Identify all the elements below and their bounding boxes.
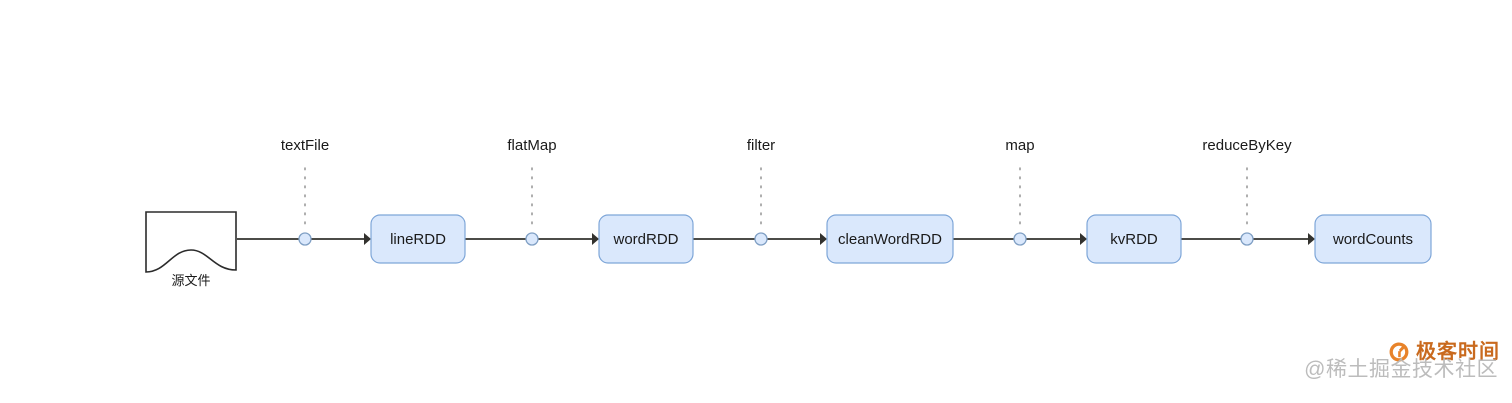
operation-dot[interactable]	[754, 232, 768, 246]
arrow-head-icon	[820, 233, 827, 245]
node-label: kvRDD	[1110, 231, 1158, 248]
arrow-head-icon	[1308, 233, 1315, 245]
arrow-head-icon	[592, 233, 599, 245]
node-label: wordRDD	[612, 231, 678, 248]
operation-marker-flatMap	[525, 167, 539, 246]
node-box[interactable]	[370, 214, 466, 264]
node-box[interactable]	[1314, 214, 1432, 264]
node-cleanWordRDD[interactable]: cleanWordRDD	[826, 214, 954, 264]
node-wordRDD[interactable]: wordRDD	[598, 214, 694, 264]
node-label: wordCounts	[1332, 231, 1413, 248]
node-wordCounts[interactable]: wordCounts	[1314, 214, 1432, 264]
source-file-label: 源文件	[171, 273, 210, 288]
operation-marker-map	[1013, 167, 1027, 246]
operation-label-flatMap: flatMap	[507, 137, 556, 154]
node-box[interactable]	[1086, 214, 1182, 264]
operation-dot[interactable]	[1240, 232, 1254, 246]
node-kvRDD[interactable]: kvRDD	[1086, 214, 1182, 264]
source-file-node	[145, 211, 237, 273]
operation-label-reduceByKey: reduceByKey	[1202, 137, 1292, 154]
operation-marker-filter	[754, 167, 768, 246]
node-label: lineRDD	[390, 231, 446, 248]
operation-label-filter: filter	[747, 137, 775, 154]
operation-marker-textFile	[298, 167, 312, 246]
node-box[interactable]	[826, 214, 954, 264]
operation-marker-reduceByKey	[1240, 167, 1254, 246]
document-shape-icon	[145, 211, 237, 273]
node-label: cleanWordRDD	[838, 231, 942, 248]
operation-dot[interactable]	[298, 232, 312, 246]
node-box[interactable]	[598, 214, 694, 264]
arrow-head-icon	[1080, 233, 1087, 245]
operation-label-map: map	[1005, 137, 1034, 154]
operation-label-textFile: textFile	[281, 137, 329, 154]
operation-dot[interactable]	[525, 232, 539, 246]
node-lineRDD[interactable]: lineRDD	[370, 214, 466, 264]
arrow-head-icon	[364, 233, 371, 245]
operation-dot[interactable]	[1013, 232, 1027, 246]
